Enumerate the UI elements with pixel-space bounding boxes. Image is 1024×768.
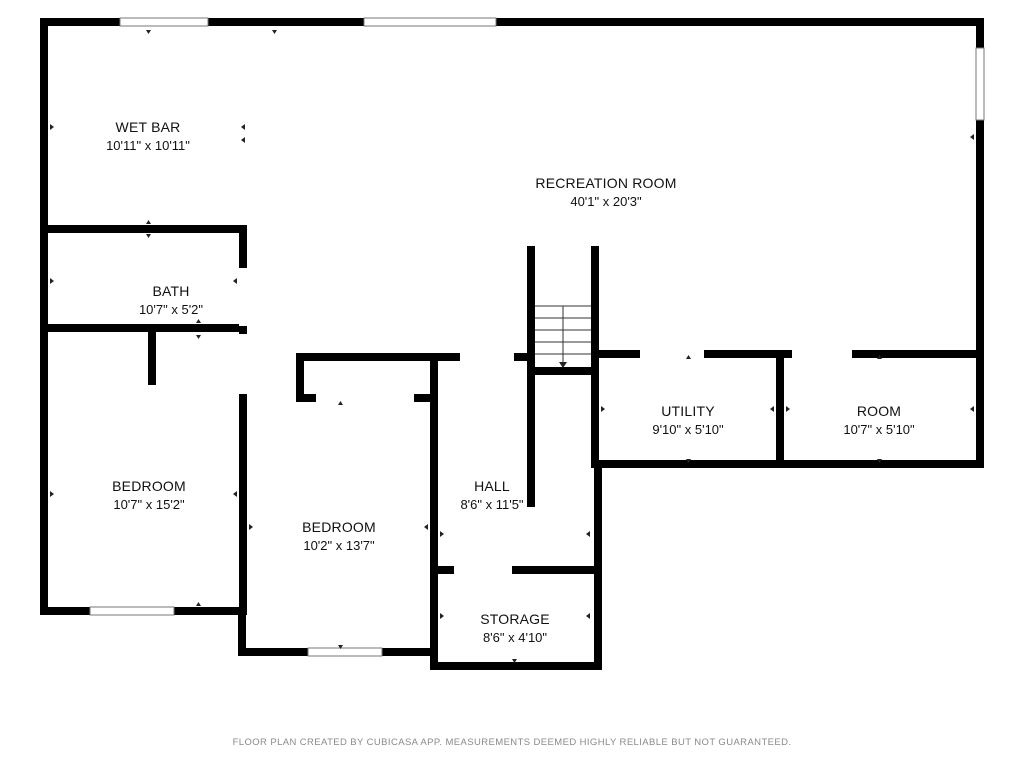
disclaimer-footer: FLOOR PLAN CREATED BY CUBICASA APP. MEAS… <box>233 737 792 748</box>
bath-dims: 10'7" x 5'2" <box>139 302 203 317</box>
door-opening <box>792 350 852 358</box>
door-opening <box>460 353 514 361</box>
recreation-room-name: RECREATION ROOM <box>535 175 676 191</box>
bath-name: BATH <box>152 283 189 299</box>
wet-bar-name: WET BAR <box>116 119 181 135</box>
storage-name: STORAGE <box>480 611 550 627</box>
utility-dims: 9'10" x 5'10" <box>652 422 724 437</box>
window <box>363 17 497 27</box>
utility-name: UTILITY <box>661 403 715 419</box>
hall-dims: 8'6" x 11'5" <box>460 497 523 512</box>
hall-name: HALL <box>474 478 510 494</box>
window <box>307 647 383 657</box>
window <box>89 606 175 616</box>
staircase <box>535 305 591 368</box>
window <box>119 17 209 27</box>
door-opening <box>454 566 512 574</box>
bedroom-2-name: BEDROOM <box>302 519 376 535</box>
bedroom2-closet-wall <box>296 353 438 402</box>
bedroom-1-name: BEDROOM <box>112 478 186 494</box>
wet-bar-dims: 10'11" x 10'11" <box>106 138 190 153</box>
stair-arrow-icon <box>559 362 567 368</box>
window <box>975 47 985 121</box>
door-opening <box>640 350 704 358</box>
room-labels: WET BAR 10'11" x 10'11" RECREATION ROOM … <box>106 119 915 645</box>
storage-dims: 8'6" x 4'10" <box>483 630 547 645</box>
room-dims: 10'7" x 5'10" <box>843 422 915 437</box>
openings <box>54 17 985 657</box>
door-opening <box>239 334 247 394</box>
door-opening <box>239 268 247 326</box>
bedroom-1-dims: 10'7" x 15'2" <box>113 497 185 512</box>
stair-opening <box>537 246 589 254</box>
closet-opening <box>54 377 146 385</box>
closet-opening <box>316 394 414 402</box>
recreation-room-dims: 40'1" x 20'3" <box>570 194 642 209</box>
dimension-markers <box>50 30 974 663</box>
bedroom-2-dims: 10'2" x 13'7" <box>303 538 375 553</box>
room-name: ROOM <box>857 403 901 419</box>
